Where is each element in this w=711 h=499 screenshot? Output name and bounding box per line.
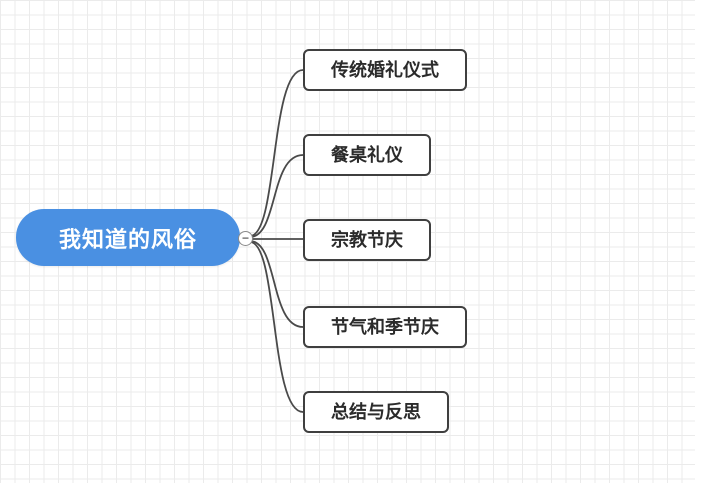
node-label: 节气和季节庆 [331,317,439,337]
node-label: 总结与反思 [331,402,421,422]
mindmap-node-traditional-wedding[interactable]: 传统婚礼仪式 [303,49,467,91]
mindmap-root-node[interactable]: 我知道的风俗 [16,209,240,266]
mindmap-node-summary-reflection[interactable]: 总结与反思 [303,391,449,433]
collapse-toggle[interactable]: − [238,231,253,246]
node-label: 餐桌礼仪 [331,145,403,165]
mindmap-node-religious-festivals[interactable]: 宗教节庆 [303,219,431,261]
root-node-label: 我知道的风俗 [58,226,197,252]
mindmap-node-table-manners[interactable]: 餐桌礼仪 [303,134,431,176]
node-label: 传统婚礼仪式 [331,60,439,80]
minus-icon: − [241,231,249,245]
mindmap-node-seasonal-festivals[interactable]: 节气和季节庆 [303,306,467,348]
node-label: 宗教节庆 [331,230,403,250]
